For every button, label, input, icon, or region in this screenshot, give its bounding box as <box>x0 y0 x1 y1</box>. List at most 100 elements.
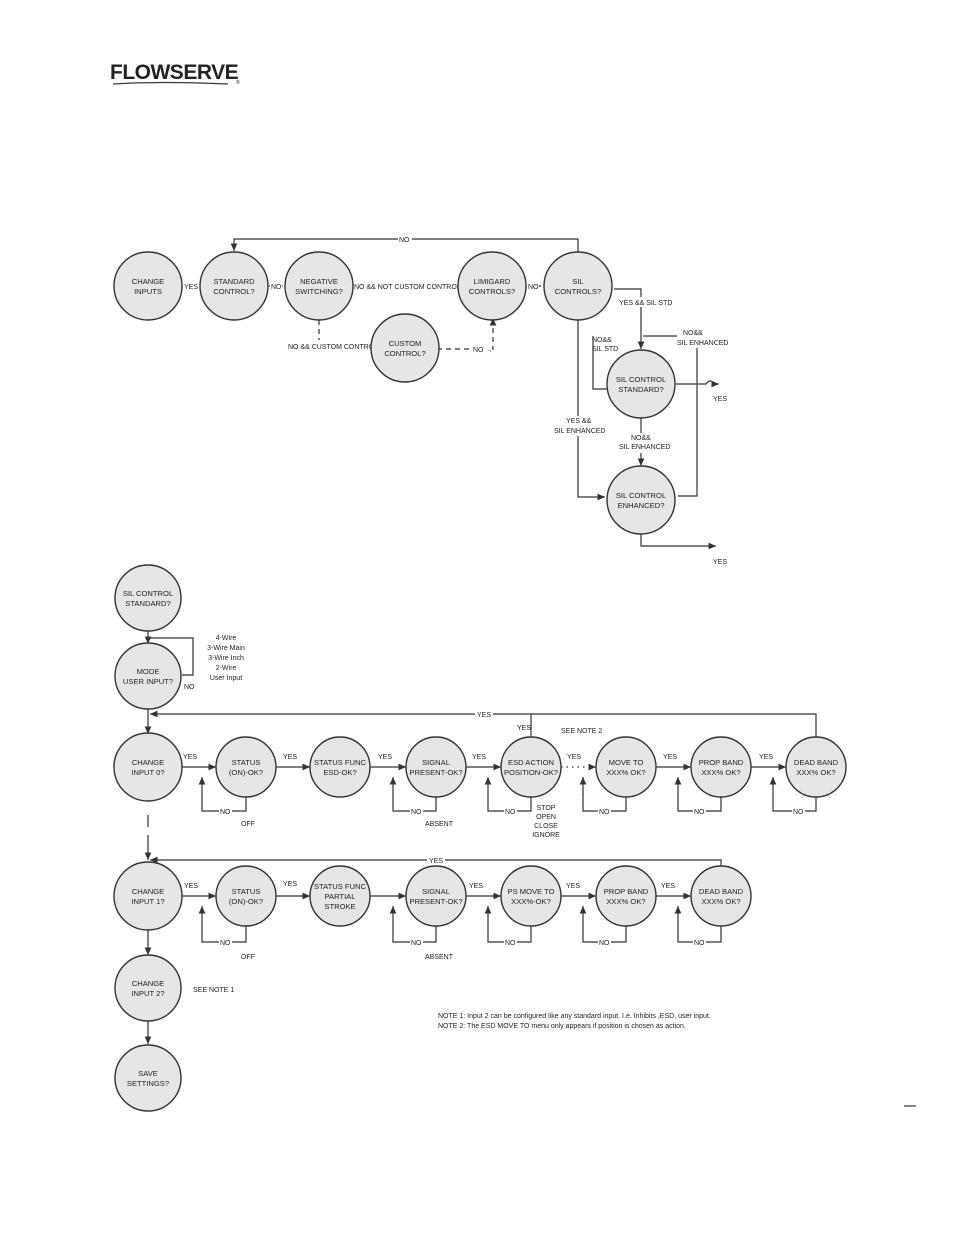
svg-text:CONTROLS?: CONTROLS? <box>469 287 515 296</box>
node-negative-switching: NEGATIVE SWITCHING? <box>284 251 354 321</box>
svg-text:STATUS: STATUS <box>232 887 261 896</box>
edge-label-yes: YES <box>517 725 531 732</box>
edge-label-no-sil-std-1: NO&& <box>592 337 612 344</box>
svg-text:CHANGE: CHANGE <box>132 758 165 767</box>
logo-swoosh <box>112 81 229 85</box>
edge-label-no-custom: NO && CUSTOM CONTROLS <box>288 344 383 351</box>
svg-text:DEAD BAND: DEAD BAND <box>699 887 744 896</box>
edge-label-no: NO <box>271 284 282 291</box>
edge-label-yes: YES <box>184 284 198 291</box>
edge-label-yes: YES <box>378 754 392 761</box>
svg-text:PRESENT-OK?: PRESENT-OK? <box>409 768 462 777</box>
node-change-input-0: CHANGE INPUT 0? <box>113 732 183 802</box>
node-change-inputs: CHANGE INPUTS <box>113 251 183 321</box>
node-mode-user-input: MODE USER INPUT? <box>114 642 182 710</box>
svg-text:XXX% OK?: XXX% OK? <box>701 897 740 906</box>
svg-text:XXX%-OK?: XXX%-OK? <box>511 897 551 906</box>
svg-text:STANDARD?: STANDARD? <box>125 599 170 608</box>
edge-label-no-arrow: NO → <box>473 347 492 354</box>
section-2-connectors <box>144 631 916 1107</box>
edge-label-yes-sil-enh-1: YES && <box>566 418 592 425</box>
edge-label-no: NO <box>411 940 422 947</box>
svg-text:SETTINGS?: SETTINGS? <box>127 1079 169 1088</box>
node-standard-control: STANDARD CONTROL? <box>199 251 269 321</box>
node-prop-band-0: PROP BAND XXX% OK? <box>690 736 752 798</box>
edge-label-yes: YES <box>759 754 773 761</box>
svg-text:CUSTOM: CUSTOM <box>389 339 422 348</box>
edge-label-yes: YES <box>566 883 580 890</box>
edge-label-no: NO <box>528 284 539 291</box>
node-prop-band-1: PROP BAND XXX% OK? <box>595 865 657 927</box>
edge-label-yes: YES <box>183 754 197 761</box>
edge-label-no: NO <box>184 684 195 691</box>
node-sil-control-standard-start: SIL CONTROL STANDARD? <box>114 564 182 632</box>
svg-text:LIMIGARD: LIMIGARD <box>474 277 511 286</box>
node-change-input-2: CHANGE INPUT 2? <box>114 954 182 1022</box>
node-dead-band-1: DEAD BAND XXX% OK? <box>690 865 752 927</box>
node-status-func-esd: STATUS FUNC ESD-OK? <box>309 736 371 798</box>
edge-label-yes: YES <box>661 883 675 890</box>
svg-text:SIGNAL: SIGNAL <box>422 758 450 767</box>
svg-text:XXX% OK?: XXX% OK? <box>606 897 645 906</box>
svg-text:SIL CONTROL: SIL CONTROL <box>123 589 173 598</box>
edge-label-no: NO <box>694 940 705 947</box>
svg-text:SIL CONTROL: SIL CONTROL <box>616 491 666 500</box>
logo-text: FLOWSERVE <box>110 61 239 84</box>
edge-label-no: NO <box>505 809 516 816</box>
node-ps-move-to: PS MOVE TO XXX%-OK? <box>500 865 562 927</box>
mode-option-3: 3-Wire Inch <box>208 655 244 662</box>
edge-label-no: NO <box>411 809 422 816</box>
edge-label-no: NO <box>599 809 610 816</box>
svg-text:SIGNAL: SIGNAL <box>422 887 450 896</box>
mode-option-2: 3-Wire Main <box>207 645 245 652</box>
mode-option-5: User Input <box>210 675 242 682</box>
svg-text:(ON)-OK?: (ON)-OK? <box>229 768 263 777</box>
svg-text:PRESENT-OK?: PRESENT-OK? <box>409 897 462 906</box>
edge-label-yes: YES <box>429 858 443 865</box>
svg-text:MOVE TO: MOVE TO <box>609 758 644 767</box>
edge-label-yes: YES <box>472 754 486 761</box>
flowserve-logo: FLOWSERVE ® <box>110 61 240 86</box>
svg-text:STATUS FUNC: STATUS FUNC <box>314 882 367 891</box>
edge-label-no-sil-enh-2: SIL ENHANCED <box>677 340 728 347</box>
svg-text:ESD ACTION: ESD ACTION <box>508 758 554 767</box>
esd-action-ignore: IGNORE <box>532 832 560 839</box>
edge-label-yes: YES <box>283 881 297 888</box>
svg-text:STROKE: STROKE <box>324 902 355 911</box>
edge-label-yes: YES <box>184 883 198 890</box>
edge-label-no-not-custom: NO && NOT CUSTOM CONTROLS <box>354 284 466 291</box>
svg-text:PARTIAL: PARTIAL <box>325 892 356 901</box>
node-save-settings: SAVE SETTINGS? <box>114 1044 182 1112</box>
svg-text:SIL: SIL <box>572 277 583 286</box>
node-move-to: MOVE TO XXX% OK? <box>595 736 657 798</box>
section-2-labels: 4-Wire 3-Wire Main 3-Wire Inch 2-Wire Us… <box>183 635 805 1030</box>
edge-label-no: NO <box>505 940 516 947</box>
svg-text:XXX% OK?: XXX% OK? <box>701 768 740 777</box>
edge-label-off: OFF <box>241 954 255 961</box>
svg-text:PROP BAND: PROP BAND <box>699 758 744 767</box>
node-sil-controls: SIL CONTROLS? <box>543 251 613 321</box>
svg-text:CONTROL?: CONTROL? <box>384 349 425 358</box>
svg-text:CONTROL?: CONTROL? <box>213 287 254 296</box>
edge-label-yes: YES <box>477 712 491 719</box>
note-2: NOTE 2: The ESD MOVE TO menu only appear… <box>438 1023 686 1030</box>
edge-label-yes: YES <box>469 883 483 890</box>
svg-text:XXX% OK?: XXX% OK? <box>606 768 645 777</box>
svg-text:CONTROLS?: CONTROLS? <box>555 287 601 296</box>
svg-text:STANDARD?: STANDARD? <box>618 385 663 394</box>
svg-text:CHANGE: CHANGE <box>132 887 165 896</box>
edge-label-no: NO <box>220 809 231 816</box>
esd-action-open: OPEN <box>536 814 556 821</box>
svg-text:CHANGE: CHANGE <box>132 979 165 988</box>
edge-label-yes: YES <box>663 754 677 761</box>
svg-text:CHANGE: CHANGE <box>132 277 165 286</box>
node-esd-action-position: ESD ACTION POSITION-OK? <box>500 736 562 798</box>
svg-text:SAVE: SAVE <box>138 1069 158 1078</box>
node-dead-band-0: DEAD BAND XXX% OK? <box>785 736 847 798</box>
node-sil-control-enhanced: SIL CONTROL ENHANCED? <box>606 465 676 535</box>
edge-label-off: OFF <box>241 821 255 828</box>
mode-option-1: 4-Wire <box>216 635 237 642</box>
mode-option-4: 2-Wire <box>216 665 237 672</box>
note-ref-1: SEE NOTE 1 <box>193 987 234 994</box>
